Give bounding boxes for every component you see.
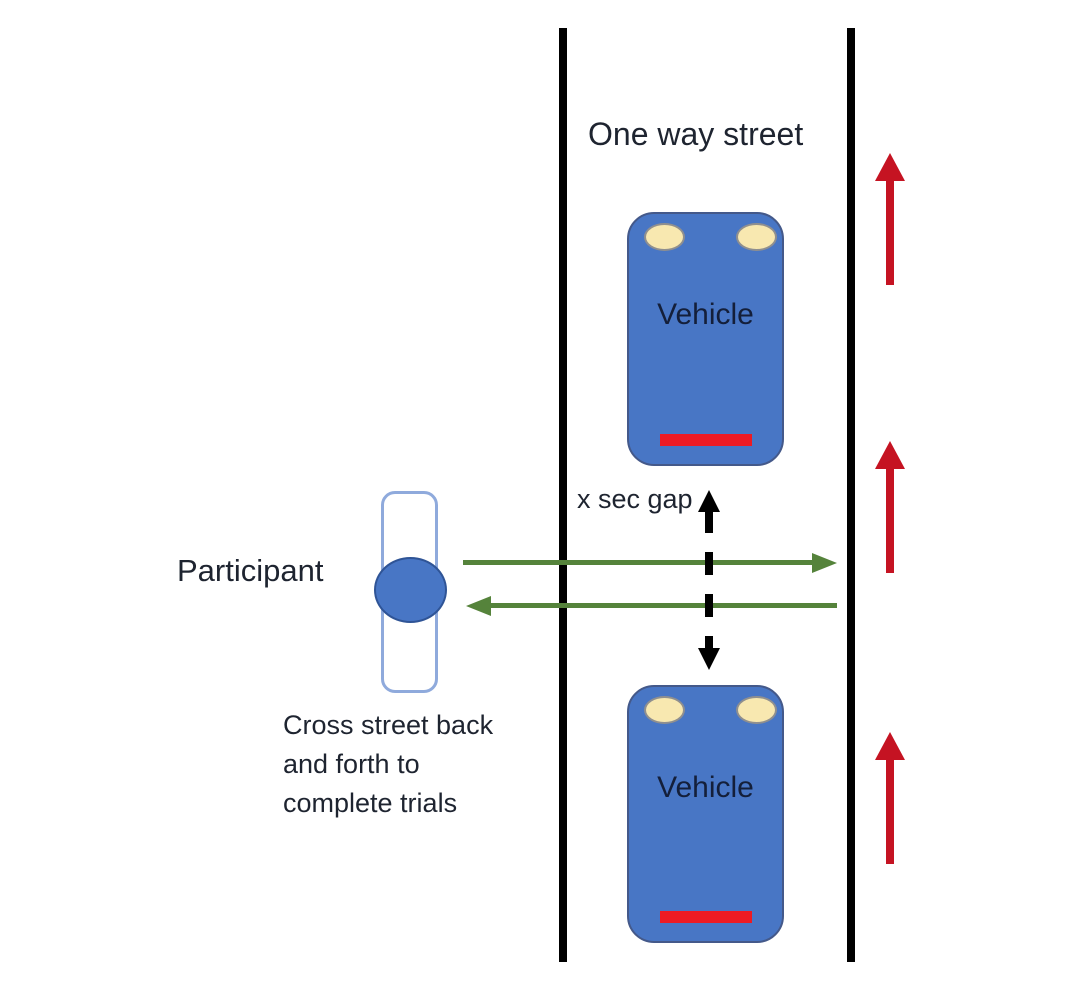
taillight-icon (660, 434, 752, 446)
crossing-path-right-arrow-icon (463, 560, 813, 565)
arrow-right-head-icon (812, 553, 837, 573)
gap-duration-label: x sec gap (577, 484, 693, 514)
crossing-note-line: complete trials (283, 788, 458, 818)
traffic-direction-arrow-icon (875, 153, 905, 285)
one-way-street-label: One way street (588, 116, 804, 152)
arrow-down-head-icon (698, 648, 720, 670)
traffic-direction-arrow-icon (875, 441, 905, 573)
headlight-icon (736, 696, 777, 724)
headlight-icon (736, 223, 777, 251)
vehicle-bottom: Vehicle (627, 685, 784, 943)
street-left-edge-line (559, 28, 567, 962)
crossing-instruction-note: Cross street back and forth to complete … (283, 706, 543, 823)
vehicle-top: Vehicle (627, 212, 784, 466)
participant-marker (374, 557, 447, 623)
crossing-note-line: Cross street back (283, 710, 494, 740)
traffic-direction-arrow-icon (875, 732, 905, 864)
vehicle-label: Vehicle (657, 298, 754, 331)
participant-label: Participant (177, 553, 324, 588)
headlight-icon (644, 696, 685, 724)
arrow-left-head-icon (466, 596, 491, 616)
dashed-line (705, 510, 713, 650)
crossing-note-line: and forth to (283, 749, 420, 779)
headlight-icon (644, 223, 685, 251)
arrow-up-head-icon (698, 490, 720, 512)
taillight-icon (660, 911, 752, 923)
vehicle-label: Vehicle (657, 771, 754, 804)
street-right-edge-line (847, 28, 855, 962)
crossing-path-left-arrow-icon (488, 603, 837, 608)
gap-double-arrow-icon (696, 490, 722, 670)
